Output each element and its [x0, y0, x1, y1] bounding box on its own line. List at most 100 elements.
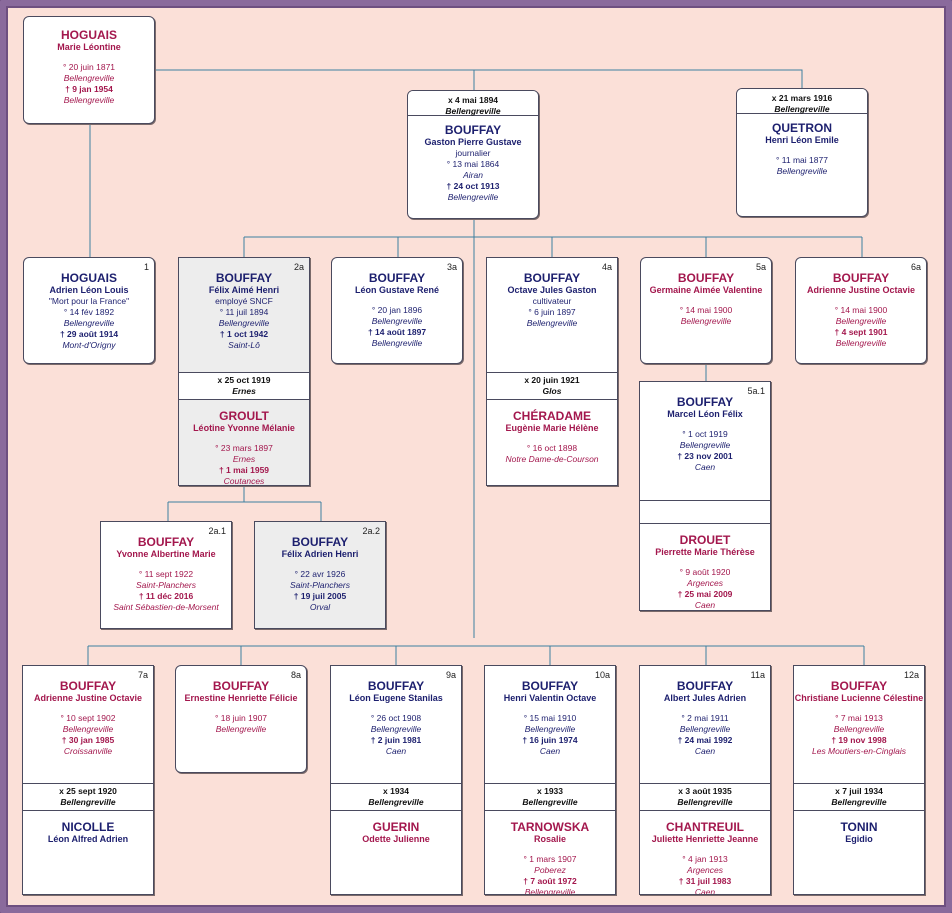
- death-date: † 25 mai 2009: [677, 589, 733, 599]
- death-date: † 14 août 1897: [367, 327, 427, 337]
- birth-date: ° 1 mars 1907: [523, 854, 577, 864]
- birth-date: ° 9 août 1920: [679, 567, 731, 577]
- place: Bellengreville: [524, 724, 576, 734]
- marriage-date: x 21 mars 1916: [771, 93, 833, 103]
- spacer: [794, 704, 924, 713]
- occupation: employé SNCF: [215, 296, 273, 306]
- birth-date: ° 15 mai 1910: [523, 713, 577, 723]
- given-names: Odette Julienne: [362, 834, 430, 844]
- birth-date: ° 22 avr 1926: [294, 569, 346, 579]
- death-date: † 19 juil 2005: [293, 591, 347, 601]
- spacer: [255, 560, 385, 569]
- occupation: cultivateur: [532, 296, 572, 306]
- birth-date: ° 7 mai 1913: [835, 713, 883, 723]
- surname: BOUFFAY: [676, 395, 734, 409]
- place: Poberez: [534, 865, 566, 875]
- surname: HOGUAIS: [60, 271, 117, 285]
- place: Caen: [694, 887, 716, 895]
- surname: DROUET: [679, 533, 731, 547]
- death-date: † 24 oct 1913: [446, 181, 500, 191]
- place: Saint Sébastien-de-Morsent: [113, 602, 219, 612]
- place: Bellengreville: [62, 724, 114, 734]
- marriage-place: Bellengreville: [445, 106, 501, 116]
- marriage-place: Bellengreville: [831, 797, 887, 807]
- given-names: Rosalie: [533, 834, 566, 844]
- marriage-date: x 4 mai 1894: [447, 95, 499, 105]
- given-names: Germaine Aimée Valentine: [649, 285, 763, 295]
- place: Bellengreville: [526, 318, 578, 328]
- place: Notre Dame-de-Courson: [505, 454, 599, 464]
- given-names: Marie Léontine: [57, 42, 121, 52]
- birth-date: ° 2 mai 1911: [681, 713, 729, 723]
- birth-date: ° 13 mai 1864: [446, 159, 500, 169]
- place: Caen: [694, 600, 716, 610]
- death-date: † 7 août 1972: [523, 876, 577, 886]
- place: Bellengreville: [679, 440, 731, 450]
- birth-date: ° 14 mai 1900: [679, 305, 733, 315]
- marriage-date: x 3 août 1935: [678, 786, 732, 796]
- surname: GROULT: [219, 409, 269, 423]
- reference-number: 7a: [137, 670, 148, 680]
- given-names: Ernestine Henriette Félicie: [184, 693, 298, 703]
- place: Caen: [694, 462, 716, 472]
- marriage-date: x 25 sept 1920: [59, 786, 117, 796]
- given-names: Christiane Lucienne Célestine: [794, 693, 924, 703]
- occupation: "Mort pour la France": [48, 296, 130, 306]
- marriage-date: x 25 oct 1919: [217, 375, 271, 385]
- connector-lines: [87, 69, 865, 665]
- marriage-place: Bellengreville: [60, 797, 116, 807]
- reference-number: 6a: [910, 262, 921, 272]
- reference-number: 12a: [903, 670, 919, 680]
- reference-number: 5a.1: [747, 386, 765, 396]
- place: Bellengreville: [215, 724, 267, 734]
- marriage-date: x 7 juil 1934: [835, 786, 883, 796]
- given-names: Léon Eugene Stanilas: [349, 693, 443, 703]
- place: Bellengreville: [63, 318, 115, 328]
- spacer: [640, 704, 770, 713]
- spacer: [640, 420, 770, 429]
- given-names: Léotine Yvonne Mélanie: [193, 423, 295, 433]
- reference-number: 5a: [755, 262, 766, 272]
- birth-date: ° 10 sept 1902: [60, 713, 116, 723]
- spacer: [332, 296, 462, 305]
- spacer: [640, 845, 770, 854]
- birth-date: ° 11 sept 1922: [138, 569, 194, 579]
- birth-date: ° 23 mars 1897: [215, 443, 273, 453]
- connector-line: [87, 646, 865, 665]
- given-names: Albert Jules Adrien: [663, 693, 747, 703]
- surname: BOUFFAY: [444, 123, 502, 137]
- birth-date: ° 11 mai 1877: [776, 155, 828, 165]
- given-names: Marcel Léon Félix: [667, 409, 743, 419]
- death-date: † 16 juin 1974: [522, 735, 578, 745]
- surname: GUERIN: [372, 820, 420, 834]
- reference-number: 10a: [594, 670, 610, 680]
- spacer: [737, 146, 867, 155]
- surname: CHÉRADAME: [513, 409, 591, 423]
- place: Bellengreville: [835, 338, 887, 348]
- given-names: Juliette Henriette Jeanne: [651, 834, 759, 844]
- reference-number: 4a: [601, 262, 612, 272]
